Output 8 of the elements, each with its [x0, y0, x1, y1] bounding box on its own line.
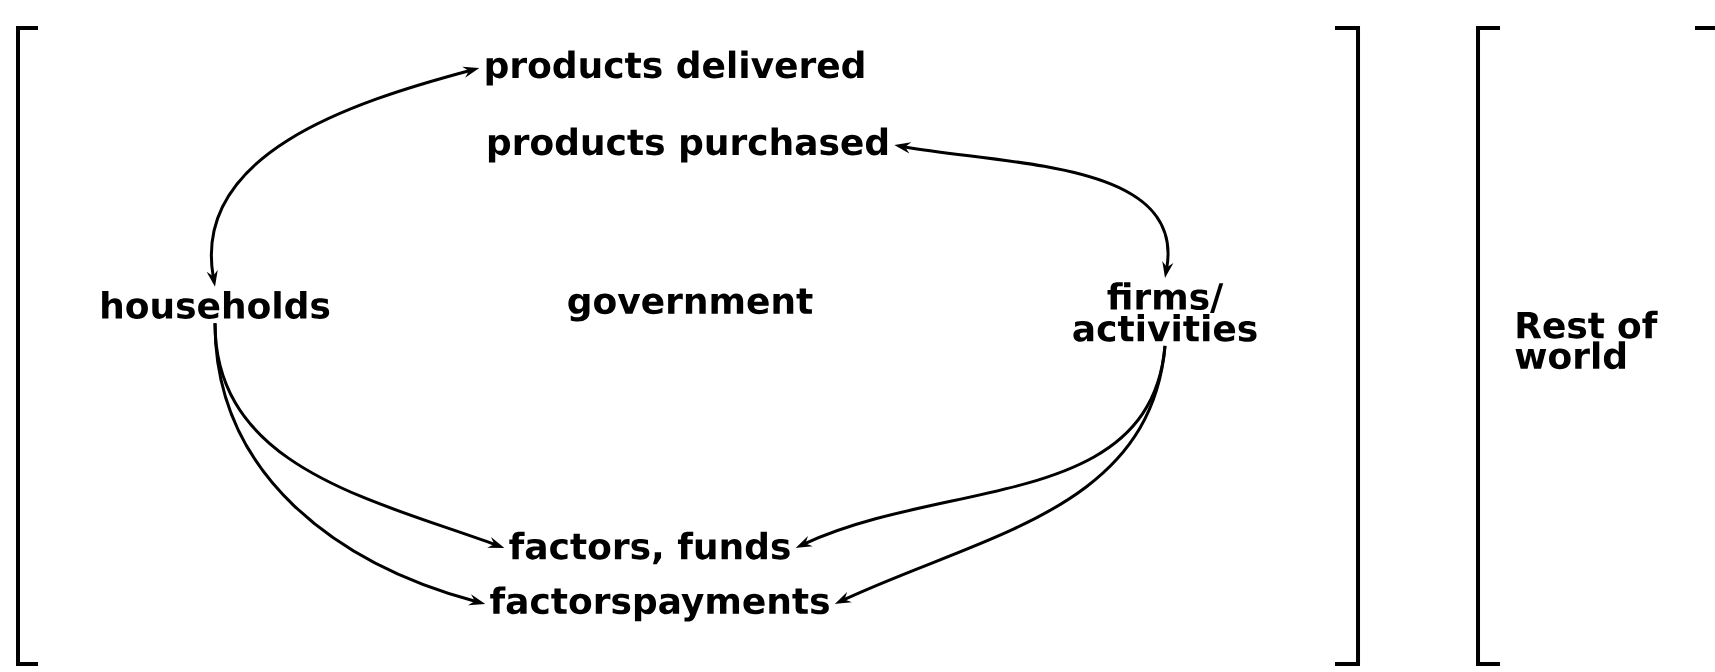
- node-label: products purchased: [488, 127, 888, 163]
- node-label: households: [102, 291, 330, 319]
- node-label: firms/ activities: [1073, 282, 1257, 342]
- node-label: factors, funds: [509, 531, 790, 565]
- node-label: products delivered: [486, 50, 864, 86]
- node-label: factorspayments: [490, 586, 829, 622]
- node-label: Rest of world: [1515, 310, 1658, 370]
- node-label: government: [568, 288, 813, 322]
